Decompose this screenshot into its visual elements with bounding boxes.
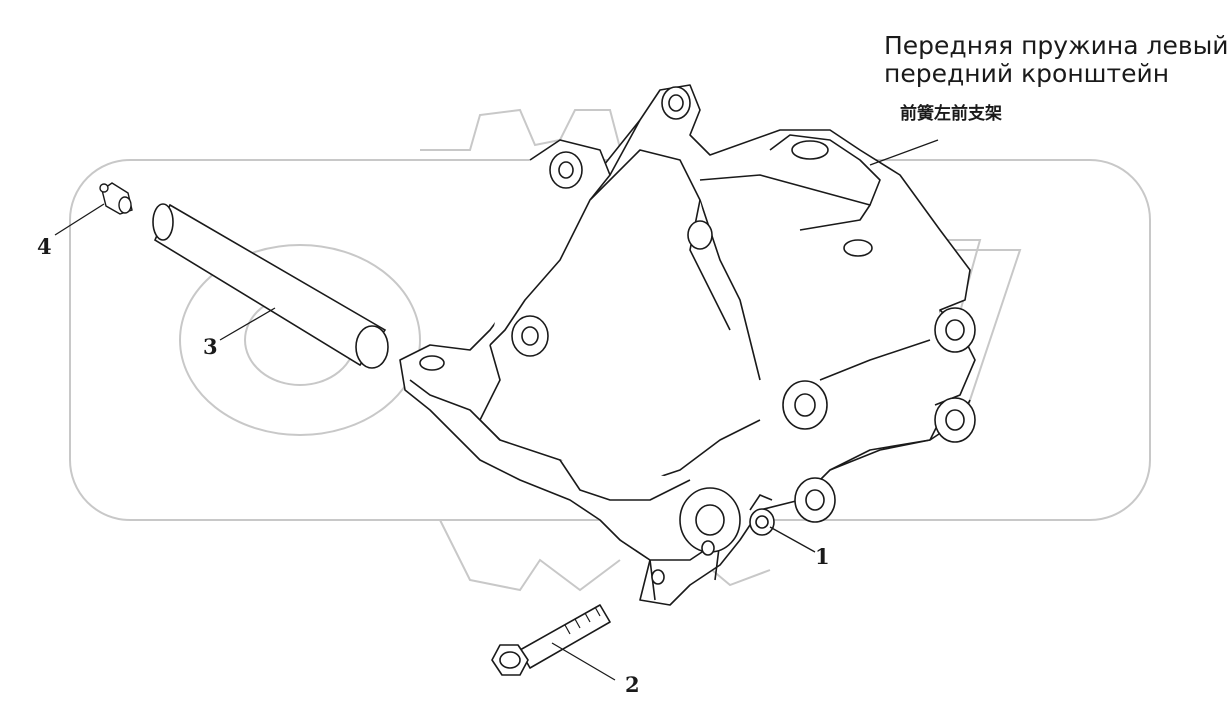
front-spring-bracket bbox=[399, 84, 976, 606]
grease-fitting-part-4 bbox=[99, 182, 133, 215]
callout-2: 2 bbox=[625, 672, 640, 697]
bracket-name-russian-line1: Передняя пружина левый bbox=[884, 31, 1228, 60]
leader-2 bbox=[551, 642, 616, 681]
bracket-name-russian: Передняя пружина левый передний кронштей… bbox=[884, 32, 1228, 88]
leader-lines bbox=[54, 139, 939, 681]
bolt-part-2 bbox=[491, 604, 611, 676]
leader-3 bbox=[219, 307, 276, 341]
bracket-name-russian-line2: передний кронштейн bbox=[884, 59, 1170, 88]
leader-bracket bbox=[869, 139, 939, 166]
bracket-name-chinese: 前簧左前支架 bbox=[900, 104, 1002, 124]
callout-4: 4 bbox=[37, 234, 52, 259]
leader-4 bbox=[54, 203, 105, 236]
nut-part-1 bbox=[749, 494, 775, 536]
leader-1 bbox=[769, 526, 816, 553]
bracket-holes bbox=[419, 86, 976, 585]
callout-1: 1 bbox=[815, 544, 830, 569]
pin-part-3 bbox=[152, 203, 389, 369]
callout-3: 3 bbox=[203, 334, 218, 359]
